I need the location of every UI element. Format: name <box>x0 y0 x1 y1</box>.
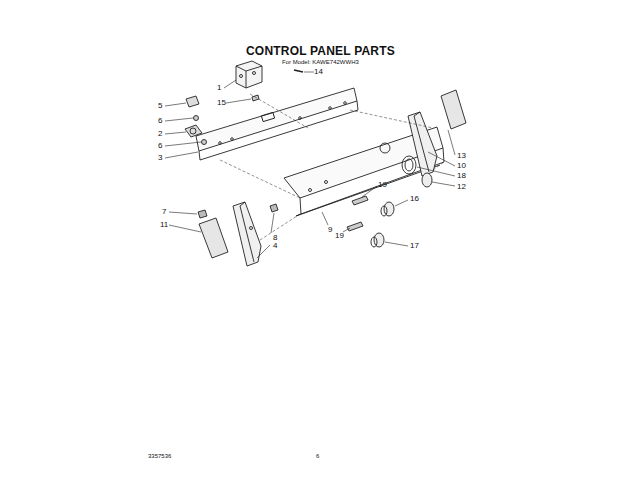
page-number: 6 <box>316 453 319 459</box>
callout-number: 6 <box>158 142 162 150</box>
callout-number: 19 <box>335 232 344 240</box>
callout-number: 7 <box>162 208 166 216</box>
callout-number: 1 <box>217 84 221 92</box>
callout-number: 12 <box>457 183 466 191</box>
callout-number: 2 <box>158 130 162 138</box>
callout-number: 14 <box>314 68 323 76</box>
callout-number: 4 <box>273 242 277 250</box>
callout-number: 8 <box>273 234 277 242</box>
callout-number: 5 <box>158 102 162 110</box>
callout-number: 3 <box>158 154 162 162</box>
callout-number: 13 <box>457 152 466 160</box>
callout-number: 11 <box>160 221 168 229</box>
callout-number: 6 <box>158 117 162 125</box>
callout-number: 10 <box>457 162 466 170</box>
callout-number: 9 <box>328 226 332 234</box>
callout-number: 17 <box>410 242 419 250</box>
callout-number: 16 <box>410 195 419 203</box>
callout-number: 18 <box>457 172 466 180</box>
diagram-title: CONTROL PANEL PARTS <box>246 45 395 57</box>
callout-number: 15 <box>217 99 226 107</box>
callout-number: 19 <box>378 181 387 189</box>
drawing-number: 3357536 <box>148 453 171 459</box>
model-note: For Model: KAWE742WWH3 <box>282 59 359 65</box>
